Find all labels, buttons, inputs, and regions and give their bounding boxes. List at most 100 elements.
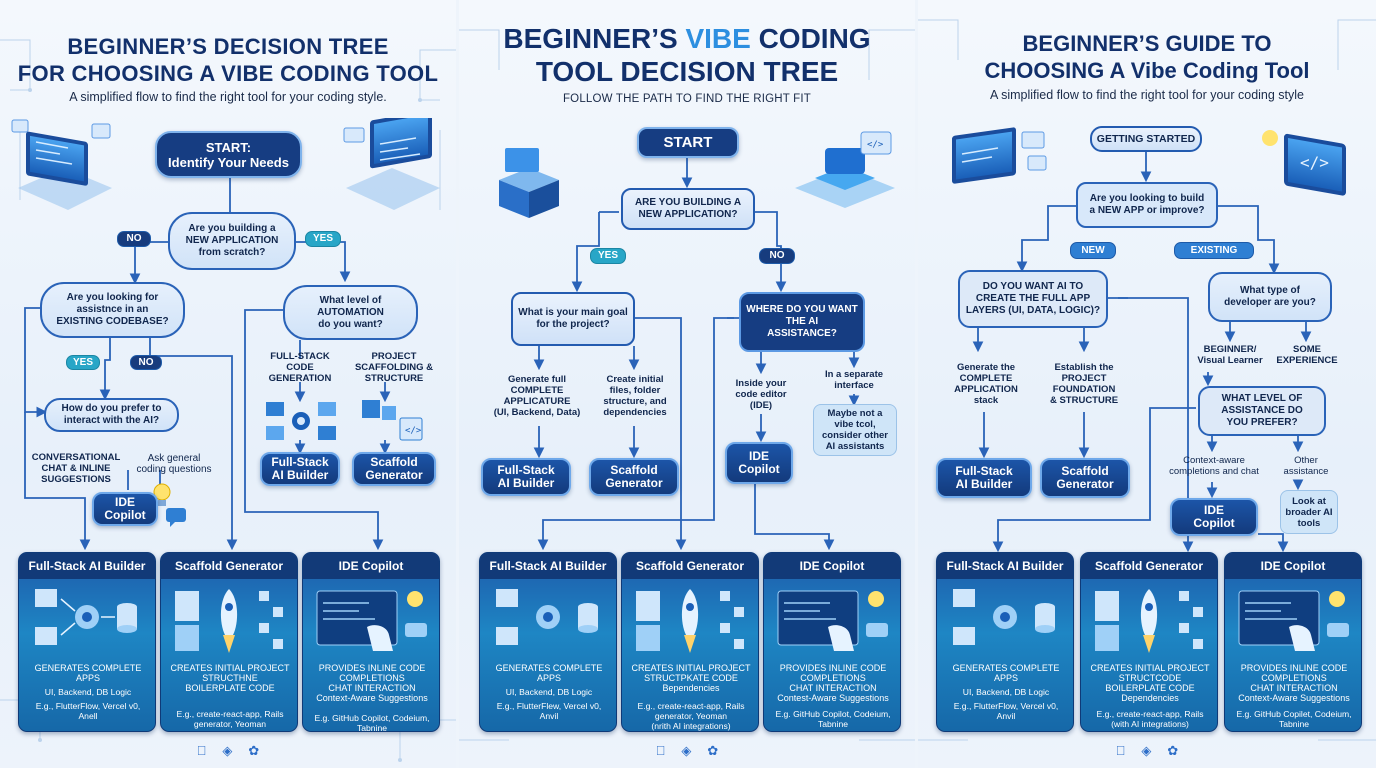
question-main-goal: What is your main goal for the project? [511, 292, 635, 346]
card-headline: PROVIDES INLINE CODE COMPLETIONS CHAT IN… [777, 663, 889, 703]
card-headline: CREATES INITIAL PROJECT STRUCTPKATE CODE… [631, 663, 751, 693]
card-title: Scaffold Generator [161, 553, 297, 579]
start-node: START: Identify Your Needs [155, 131, 302, 178]
svg-text:</>: </> [405, 426, 422, 436]
option-generate-full-app: Generate full COMPLETE APPLICATURE (UI, … [493, 374, 581, 418]
platform-icons: ◈✿ [918, 742, 1376, 758]
card-title: IDE Copilot [303, 553, 439, 579]
option-project-scaffolding: PROJECT SCAFFOLDING & STRUCTURE [354, 350, 434, 384]
option-other-assistance: Other assistance [1283, 455, 1329, 477]
card-headline: PROVIDES INLINE CODE COMPLETIONS CHAT IN… [1238, 663, 1350, 703]
option-inside-ide: Inside your code editor (IDE) [735, 377, 787, 411]
yes-branch-label: YES [305, 231, 341, 247]
result-fullstack-ai-builder: Full-Stack AI Builder [936, 458, 1032, 498]
start-node: START [637, 127, 739, 158]
card-ide-copilot: IDE Copilot PROVIDES INLINE CODE COMPLET… [302, 552, 440, 732]
panel-decision-tree-2: BEGINNER’S VIBE CODING TOOL DECISION TRE… [459, 0, 915, 768]
card-headline: CREATES INITIAL PROJECT STRUCTCODE BOILE… [1090, 663, 1210, 703]
title-pre: BEGINNER’S [503, 23, 686, 54]
question-interaction: How do you prefer to interact with the A… [44, 398, 179, 432]
title-line-1: BEGINNER’S DECISION TREE [67, 34, 389, 59]
question-automation-level: What level of AUTOMATION do you want? [283, 285, 418, 340]
title-line-2: FOR CHOOSING A VIBE CODING TOOL [17, 61, 439, 86]
card-ide-copilot: IDE Copilot PROVIDES INLINE CODE COMPLET… [1224, 552, 1362, 732]
card-scaffold-generator: Scaffold Generator CREATES INITIAL PROJE… [1080, 552, 1218, 732]
result-ide-copilot: IDE Copilot [92, 492, 158, 526]
cube-illustration-left [499, 148, 559, 218]
title-accent: VIBE [685, 23, 751, 54]
question-developer-type: What type of developer are you? [1208, 272, 1332, 322]
panel-subtitle: A simplified flow to find the right tool… [989, 88, 1305, 102]
card-subtext: UI, Backend, DB Logic [505, 687, 593, 697]
note-maybe-not-vibe-tool: Maybe not a vibe tcol, consider other AI… [813, 404, 897, 456]
card-fullstack-ai-builder: Full-Stack AI Builder GENERATES COMPLETE… [936, 552, 1074, 732]
panel-subtitle: FOLLOW THE PATH TO FIND THE RIGHT FIT [562, 93, 812, 105]
panel-title: BEGINNER’S VIBE CODING TOOL DECISION TRE… [459, 22, 915, 88]
card-examples: E.g. GitHub Copilot, Codeium, Tabnine [314, 713, 430, 732]
card-subtext: UI, Backend, DB Logic [44, 687, 132, 697]
ide-hand-icon [1238, 590, 1349, 651]
title-line-1: BEGINNER’S VIBE CODING [459, 22, 915, 55]
option-fullstack-generation: FULL-STACK CODE GENERATION [268, 350, 332, 384]
ide-hand-icon [316, 590, 427, 651]
screen-illustration-left [952, 127, 1047, 184]
note-broader-ai-tools: Look at broader AI tools [1280, 490, 1338, 534]
card-examples: E.g., create-react-app, Rails generator,… [176, 709, 284, 731]
cross-platform-icon: ✿ [243, 743, 259, 758]
question-existing-codebase: Are you looking for assistnce in an EXIS… [40, 282, 185, 338]
result-scaffold-generator: Scaffold Generator [1040, 458, 1130, 498]
question-build-or-improve: Are you looking to build a NEW APP or im… [1076, 182, 1218, 228]
question-assistance-level: WHAT LEVEL OF ASSISTANCE DO YOU PREFER? [1198, 386, 1326, 436]
svg-text:</>: </> [867, 140, 884, 150]
title-line-1: BEGINNER’S GUIDE TO [1022, 31, 1272, 56]
result-scaffold-generator: Scaffold Generator [589, 458, 679, 496]
laptop-illustration-right [343, 118, 440, 210]
card-fullstack-ai-builder: Full-Stack AI Builder GENERATES COMPLETE… [18, 552, 156, 732]
apple-icon:  [197, 743, 207, 758]
option-beginner-visual: BEGINNER/ Visual Learner [1197, 344, 1263, 366]
android-icon: ◈ [1136, 743, 1151, 758]
card-title: IDE Copilot [1225, 553, 1361, 579]
card-headline: GENERATES COMPLETE APPS [495, 663, 603, 683]
question-new-application: Are you building a NEW APPLICATION from … [168, 212, 296, 270]
apple-icon:  [656, 743, 666, 758]
start-node: GETTING STARTED [1090, 126, 1202, 152]
option-establish-foundation: Establish the PROJECT FOUNDATION & STRUC… [1049, 362, 1119, 406]
question-new-application: ARE YOU BUILDING A NEW APPLICATION? [621, 188, 755, 230]
result-scaffold-generator: Scaffold Generator [352, 452, 436, 486]
result-ide-copilot: IDE Copilot [1170, 498, 1258, 536]
result-fullstack-ai-builder: Full-Stack AI Builder [260, 452, 340, 486]
card-subtext: UI, Backend, DB Logic [962, 687, 1050, 697]
fullstack-diagram-icon [35, 589, 137, 645]
card-title: Full-Stack AI Builder [480, 553, 616, 579]
card-title: Scaffold Generator [1081, 553, 1217, 579]
option-create-initial-files: Create initial files, folder structure, … [603, 374, 667, 418]
result-fullstack-ai-builder: Full-Stack AI Builder [481, 458, 571, 496]
fullstack-diagram-icon [496, 589, 598, 645]
option-general-questions: Ask general coding questions [136, 453, 212, 475]
yes-existing-label: YES [66, 355, 100, 370]
rocket-scaffold-icon [1095, 589, 1203, 653]
card-examples: E.g., create-react-app, Rails (with AI i… [1096, 709, 1204, 729]
platform-icons:  ◈ ✿ [459, 742, 915, 758]
platform-icons: ◈✿ [0, 742, 456, 758]
card-ide-copilot: IDE Copilot PROVIDES INLINE CODE COMPLET… [763, 552, 901, 732]
code-screen-illustration-right: </> [1262, 130, 1346, 196]
fullstack-generation-icon [266, 402, 336, 440]
panel-title: BEGINNER’S GUIDE TO CHOOSING A Vibe Codi… [918, 30, 1376, 84]
rocket-scaffold-icon [175, 589, 283, 653]
option-conversational-chat: CONVERSATIONAL CHAT & INLINE SUGGESTIONS [31, 451, 121, 485]
option-separate-interface: In a separate interface [824, 369, 884, 391]
rocket-scaffold-icon [636, 589, 744, 653]
option-context-aware: Context-aware completions and chat [1169, 455, 1259, 477]
no-branch-label: NO [117, 231, 151, 247]
card-headline: PROVIDES INLINE CODE COMPLETIONS CHAT IN… [316, 663, 428, 703]
card-headline: GENERATES COMPLETE APPS [952, 663, 1060, 683]
laptop-illustration-left [11, 119, 112, 210]
card-examples: E.g. GitHub Copilot, Codeium, Tabnine [775, 709, 891, 729]
panel-title: BEGINNER’S DECISION TREE FOR CHOOSING A … [0, 33, 456, 87]
android-icon: ◈ [676, 743, 691, 758]
result-ide-copilot: IDE Copilot [725, 442, 793, 484]
cross-platform-icon: ✿ [702, 743, 718, 758]
